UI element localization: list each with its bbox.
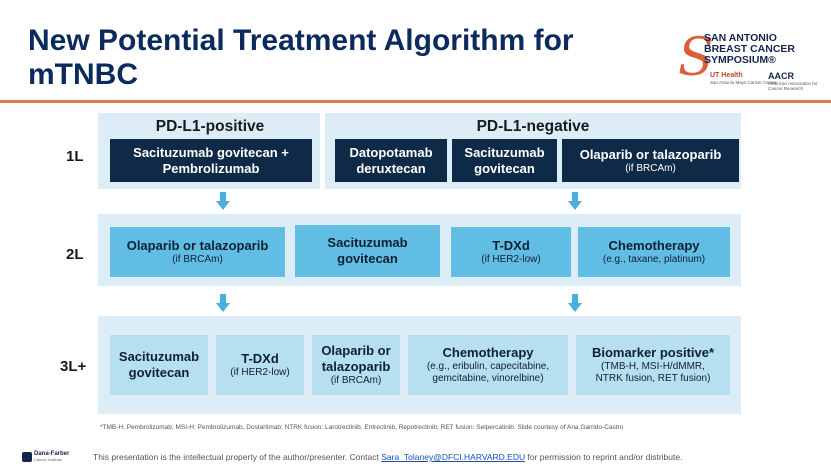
box-3l-parp-sub: (if BRCAm) [330, 375, 382, 386]
box-2l-sg-title: Sacituzumab govitecan [327, 235, 408, 266]
box-2l-tdxd-sub: (if HER2-low) [481, 254, 541, 265]
aacr-logo: AACR American Association for Cancer Res… [768, 71, 818, 92]
ut-health-sub: San Antonio Mays Cancer Center [710, 80, 777, 85]
ut-health-logo: UT Health San Antonio Mays Cancer Center [710, 72, 777, 85]
dana-farber-logo: Dana-Farber Cancer Institute [34, 451, 69, 463]
box-1l-parp-sub: (if BRCAm) [625, 162, 676, 174]
box-2l-parp-title: Olaparib or talazoparib [126, 238, 269, 253]
box-3l-parp-title: Olaparib or talazoparib [321, 343, 391, 374]
box-2l-parp: Olaparib or talazoparib (if BRCAm) [110, 227, 285, 277]
aacr-name: AACR [768, 71, 794, 81]
box-1l-sg-pembro: Sacituzumab govitecan + Pembrolizumab [110, 139, 312, 182]
box-3l-tdxd-title: T-DXd [241, 351, 279, 366]
box-3l-chemo: Chemotherapy (e.g., eribulin, capecitabi… [408, 335, 568, 395]
footnote: *TMB-H: Pembrolizumab; MSI-H: Pembrolizu… [100, 424, 624, 431]
logo-line-1: SAN ANTONIO [704, 32, 777, 44]
box-3l-chemo-sub: (e.g., eribulin, capecitabine, gemcitabi… [426, 361, 550, 384]
row-label-2l: 2L [66, 246, 84, 263]
copyright-text-before: This presentation is the intellectual pr… [93, 452, 382, 462]
box-1l-dato-dxd-title: Datopotamab deruxtecan [349, 144, 433, 176]
ut-health-name: UT Health [710, 72, 743, 79]
box-3l-biomarker: Biomarker positive* (TMB-H, MSI-H/dMMR, … [576, 335, 730, 395]
box-3l-tdxd-sub: (if HER2-low) [230, 367, 290, 378]
box-1l-parp-title: Olaparib or talazoparib [579, 146, 722, 162]
box-1l-dato-dxd: Datopotamab deruxtecan [335, 139, 447, 182]
dana-farber-name: Dana-Farber [34, 451, 70, 457]
box-2l-tdxd-title: T-DXd [492, 238, 530, 253]
contact-email-link[interactable]: Sara_Tolaney@DFCI.HARVARD.EDU [381, 452, 526, 462]
box-3l-biomarker-sub: (TMB-H, MSI-H/dMMR, NTRK fusion, RET fus… [595, 361, 711, 384]
box-3l-biomarker-title: Biomarker positive* [591, 345, 715, 360]
arrow-down-icon [568, 294, 582, 312]
arrow-down-icon [568, 192, 582, 210]
box-3l-parp: Olaparib or talazoparib (if BRCAm) [312, 335, 400, 395]
box-1l-sg-title: Sacituzumab govitecan [464, 144, 545, 176]
box-3l-tdxd: T-DXd (if HER2-low) [216, 335, 304, 395]
sabcs-logo-mark: S [678, 28, 714, 88]
sabcs-logo-text: SAN ANTONIO BREAST CANCER SYMPOSIUM® [704, 33, 795, 66]
row-label-1l: 1L [66, 148, 84, 165]
dana-farber-sub: Cancer Institute [34, 457, 63, 462]
box-1l-parp: Olaparib or talazoparib (if BRCAm) [562, 139, 739, 182]
copyright-text-after: for permission to reprint and/or distrib… [525, 452, 683, 462]
header-pdl1-positive: PD-L1-positive [155, 118, 265, 135]
box-2l-tdxd: T-DXd (if HER2-low) [451, 227, 571, 277]
sabcs-logo: S SAN ANTONIO BREAST CANCER SYMPOSIUM® U… [678, 30, 818, 98]
title-divider [0, 100, 831, 103]
box-2l-chemo: Chemotherapy (e.g., taxane, platinum) [578, 227, 730, 277]
box-1l-sg: Sacituzumab govitecan [452, 139, 557, 182]
arrow-down-icon [216, 294, 230, 312]
box-2l-parp-sub: (if BRCAm) [172, 254, 223, 265]
box-3l-sg: Sacituzumab govitecan [110, 335, 208, 395]
aacr-sub: American Association for Cancer Research [768, 81, 818, 91]
arrow-down-icon [216, 192, 230, 210]
box-2l-sg: Sacituzumab govitecan [295, 225, 440, 277]
box-2l-chemo-sub: (e.g., taxane, platinum) [602, 254, 706, 265]
header-pdl1-negative: PD-L1-negative [476, 118, 590, 135]
dana-farber-logo-icon [22, 452, 32, 462]
box-1l-sg-pembro-title: Sacituzumab govitecan + Pembrolizumab [133, 144, 289, 176]
logo-line-2: BREAST CANCER [704, 43, 796, 55]
logo-line-3: SYMPOSIUM® [704, 54, 776, 66]
box-3l-chemo-title: Chemotherapy [442, 345, 534, 360]
box-2l-chemo-title: Chemotherapy [608, 238, 700, 253]
copyright-notice: This presentation is the intellectual pr… [93, 452, 682, 462]
row-label-3l: 3L+ [60, 358, 87, 375]
box-3l-sg-title: Sacituzumab govitecan [118, 349, 200, 380]
page-title: New Potential Treatment Algorithm for mT… [28, 24, 574, 91]
